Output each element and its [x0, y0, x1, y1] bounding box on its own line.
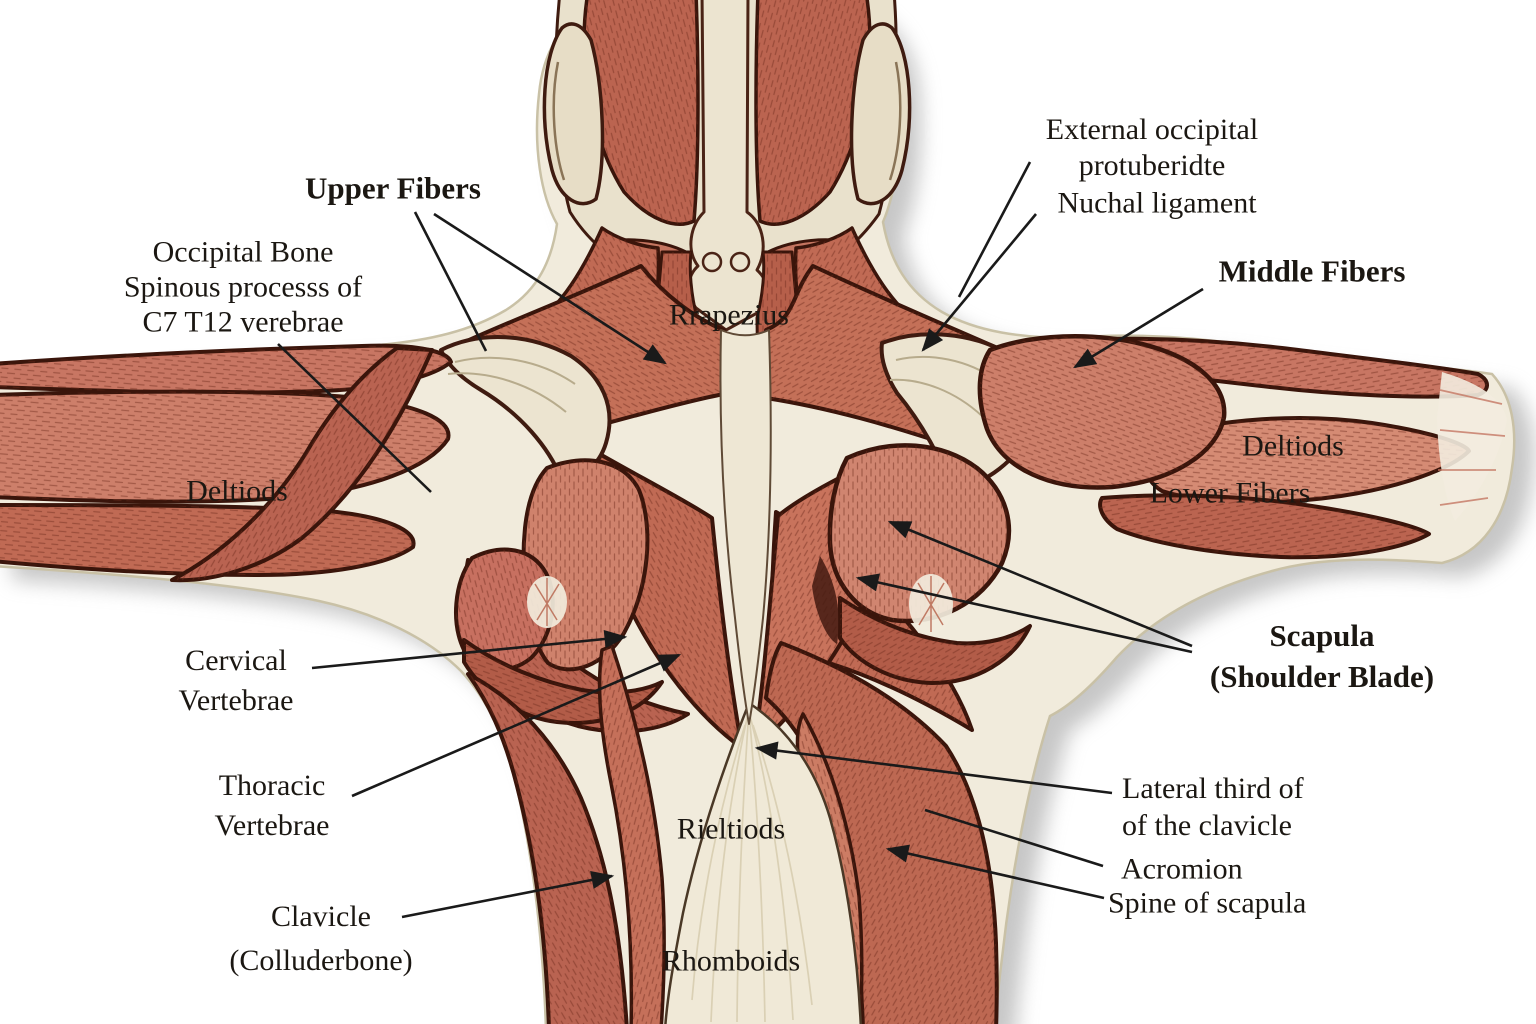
label-thoracic-line-2: Vertebrae — [214, 809, 330, 842]
right-ear — [849, 22, 912, 206]
left-arm-deltoid — [0, 343, 453, 583]
leader-cervical-vertebrae — [311, 629, 628, 670]
label-rieltiods: Rieltiods — [676, 812, 786, 846]
label-scapula: Scapula (Shoulder Blade) — [1210, 615, 1434, 697]
label-occipital-line-2: Spinous processs of — [123, 270, 363, 304]
leader-occipital-bone — [277, 343, 432, 493]
label-lateral-line-1: Lateral third of — [1122, 772, 1304, 805]
leader-nuchal-ligament — [921, 213, 1037, 352]
label-rhomboids: Rhomboids — [661, 944, 801, 978]
leader-acromion — [924, 808, 1104, 868]
label-occipital-line-1: Occipital Bone — [152, 235, 334, 269]
label-nuchal-ligament: Nuchal ligament — [1057, 186, 1257, 220]
label-external-line-2: protuberidte — [1078, 149, 1226, 182]
label-clavicle: Clavicle (Colluderbone) — [229, 895, 412, 983]
label-upper-fibers: Upper Fibers — [305, 170, 481, 206]
label-occipital-bone: Occipital Bone Spinous processs of C7 T1… — [124, 235, 362, 340]
leader-lines — [277, 161, 1204, 919]
leader-external-occipital — [957, 161, 1032, 298]
label-trapezius: Rrapezius — [669, 298, 789, 332]
leader-middle-fibers — [1073, 287, 1204, 369]
label-spine-of-scapula: Spine of scapula — [1108, 886, 1307, 920]
label-deltoid-right: Deltiods — [1242, 429, 1344, 463]
label-cervical-line-1: Cervical — [185, 644, 287, 677]
label-lateral-third: Lateral third of of the clavicle — [1122, 770, 1304, 844]
right-arm-deltoid — [980, 336, 1507, 560]
left-ear — [542, 22, 605, 206]
label-scapula-line-2: (Shoulder Blade) — [1209, 659, 1435, 694]
label-cervical-line-2: Vertebrae — [178, 684, 294, 717]
label-thoracic-vertebrae: Thoracic Vertebrae — [215, 766, 330, 846]
label-deltoid-left: Deltiods — [186, 474, 288, 508]
scapular-muscles — [454, 445, 1032, 725]
leader-scapula-2 — [855, 573, 1193, 654]
label-scapula-line-1: Scapula — [1269, 618, 1375, 653]
label-external-occipital: External occipital protuberidte — [1046, 112, 1258, 184]
label-lateral-line-2: of the clavicle — [1122, 809, 1292, 842]
leader-upper-fibers-1 — [413, 211, 488, 352]
label-acromion: Acromion — [1121, 852, 1243, 886]
label-cervical-vertebrae: Cervical Vertebrae — [179, 641, 294, 721]
label-clavicle-line-1: Clavicle — [271, 900, 371, 933]
label-occipital-line-3: C7 T12 verebrae — [142, 305, 344, 339]
leader-spine-of-scapula — [885, 844, 1105, 900]
lower-back-muscles — [466, 329, 999, 1024]
label-thoracic-line-1: Thoracic — [218, 769, 326, 802]
label-lower-fibers: Lower Fibers — [1149, 476, 1311, 510]
leader-lateral-third — [754, 741, 1113, 795]
label-clavicle-line-2: (Colluderbone) — [229, 944, 413, 977]
label-external-line-1: External occipital — [1045, 113, 1259, 146]
label-middle-fibers: Middle Fibers — [1218, 253, 1406, 289]
leader-thoracic-vertebrae — [351, 653, 682, 798]
leader-clavicle — [401, 870, 615, 919]
leader-upper-fibers-2 — [433, 212, 667, 365]
leader-scapula-1 — [887, 520, 1193, 648]
